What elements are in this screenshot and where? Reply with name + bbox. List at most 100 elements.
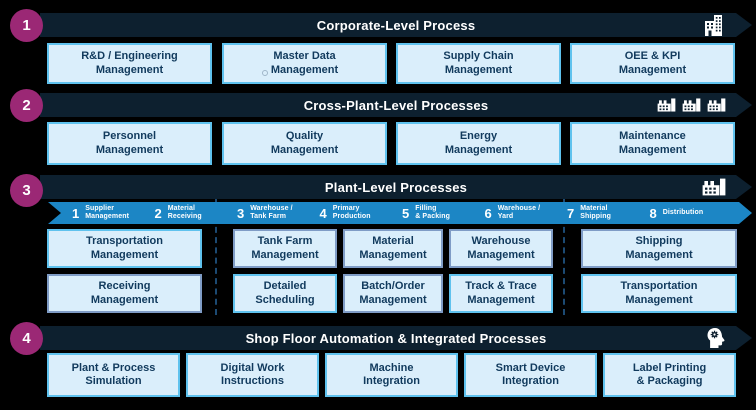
box-batch-order-management: Batch/Order Management <box>343 274 443 313</box>
box-label-line: & Packaging <box>636 375 703 387</box>
box-machine-integration: Machine Integration <box>325 353 458 397</box>
box-label-line: Track & Trace <box>465 280 537 293</box>
box-warehouse-management: Warehouse Management <box>449 229 553 268</box>
step-number: 6 <box>484 205 492 221</box>
box-label-printing-packaging: Label Printing & Packaging <box>603 353 736 397</box>
box-maintenance-management: Maintenance Management <box>570 122 735 165</box>
box-label-line: Supply Chain <box>443 50 514 63</box>
section-4-badge: 4 <box>10 322 43 355</box>
step-warehouse-yard: 6 Warehouse /Yard <box>485 205 568 221</box>
small-dot-artifact <box>262 70 268 76</box>
step-number: 4 <box>319 205 327 221</box>
box-supply-chain-management: Supply Chain Management <box>396 43 561 84</box>
box-label-line: Energy <box>459 130 498 143</box>
box-label-line: Management <box>90 248 159 261</box>
box-label-line: Shipping <box>635 235 683 248</box>
box-label-line: Management <box>467 248 535 261</box>
box-label-line: Batch/Order <box>361 280 425 293</box>
step-number: 2 <box>154 205 162 221</box>
box-label-line: Transportation <box>620 280 698 293</box>
box-label-line: Management <box>625 293 693 306</box>
box-label-line: Plant & Process <box>71 361 156 374</box>
box-label-line: Instructions <box>221 375 284 387</box>
box-label-line: Management <box>95 143 164 156</box>
box-label-line: Management <box>95 63 164 76</box>
box-label-line: Personnel <box>102 130 157 143</box>
box-label-line: Integration <box>363 375 420 387</box>
section-3-header-bar: Plant-Level Processes <box>40 175 752 199</box>
section-2-badge: 2 <box>10 89 43 122</box>
box-quality-management: Quality Management <box>222 122 387 165</box>
box-label-line: Management <box>467 293 535 306</box>
section-2-header-bar: Cross-Plant-Level Processes <box>40 93 752 117</box>
box-oee-kpi-management: OEE & KPI Management <box>570 43 735 84</box>
box-master-data-management: Master Data Management <box>222 43 387 84</box>
box-label-line: R&D / Engineering <box>81 50 178 63</box>
box-label-line: Management <box>90 293 159 306</box>
box-label-line: OEE & KPI <box>624 50 681 63</box>
box-rd-engineering-management: R&D / Engineering Management <box>47 43 212 84</box>
box-label-line: Master Data <box>273 50 336 63</box>
box-label-line: Management <box>444 143 513 156</box>
step-number: 1 <box>72 205 80 221</box>
step-number: 3 <box>237 205 245 221</box>
box-label-line: Management <box>444 63 513 76</box>
box-digital-work-instructions: Digital Work Instructions <box>186 353 319 397</box>
step-label: Filling& Packing <box>415 205 450 220</box>
box-tank-farm-management: Tank Farm Management <box>233 229 337 268</box>
box-smart-device-integration: Smart Device Integration <box>464 353 597 397</box>
step-label: Warehouse /Yard <box>497 205 541 220</box>
box-label-line: Transportation <box>85 235 163 248</box>
step-filling-packing: 5 Filling& Packing <box>402 205 485 221</box>
box-label-line: Smart Device <box>495 361 566 374</box>
step-warehouse-tank-farm: 3 Warehouse /Tank Farm <box>237 205 320 221</box>
box-receiving-management: Receiving Management <box>47 274 202 313</box>
box-label-line: Quality <box>285 130 324 143</box>
box-detailed-scheduling: Detailed Scheduling <box>233 274 337 313</box>
box-plant-process-simulation: Plant & Process Simulation <box>47 353 180 397</box>
box-label-line: Label Printing <box>632 361 707 374</box>
section-1-header-bar: Corporate-Level Process <box>40 13 752 37</box>
box-label-line: Management <box>270 143 339 156</box>
step-number: 7 <box>567 205 575 221</box>
office-building-icon <box>702 14 726 36</box>
box-label-line: Management <box>618 63 687 76</box>
section-4-header-bar: Shop Floor Automation & Integrated Proce… <box>40 326 752 350</box>
box-transportation-management-inbound: Transportation Management <box>47 229 202 268</box>
step-label: Distribution <box>662 209 704 217</box>
box-label-line: Management <box>618 143 687 156</box>
box-label-line: Management <box>359 248 427 261</box>
section-2-title: Cross-Plant-Level Processes <box>303 97 489 113</box>
three-factories-icon <box>657 98 726 112</box>
section-1-title: Corporate-Level Process <box>316 17 476 33</box>
group-divider <box>563 196 565 315</box>
box-personnel-management: Personnel Management <box>47 122 212 165</box>
box-label-line: Material <box>372 235 414 248</box>
box-label-line: Simulation <box>85 375 142 387</box>
section-4-title: Shop Floor Automation & Integrated Proce… <box>245 330 547 346</box>
box-label-line: Management <box>270 63 339 76</box>
factory-icon <box>702 178 726 196</box>
box-label-line: Digital Work <box>220 361 285 374</box>
section-3-title: Plant-Level Processes <box>324 179 468 195</box>
box-label-line: Scheduling <box>255 293 315 306</box>
box-label-line: Management <box>251 248 319 261</box>
box-label-line: Maintenance <box>619 130 686 143</box>
box-label-line: Detailed <box>263 280 307 293</box>
box-label-line: Warehouse <box>471 235 531 248</box>
section-3-badge: 3 <box>10 174 43 207</box>
box-label-line: Tank Farm <box>257 235 313 248</box>
box-label-line: Management <box>359 293 427 306</box>
section-1-badge: 1 <box>10 9 43 42</box>
box-label-line: Management <box>625 248 693 261</box>
box-material-management: Material Management <box>343 229 443 268</box>
box-track-trace-management: Track & Trace Management <box>449 274 553 313</box>
